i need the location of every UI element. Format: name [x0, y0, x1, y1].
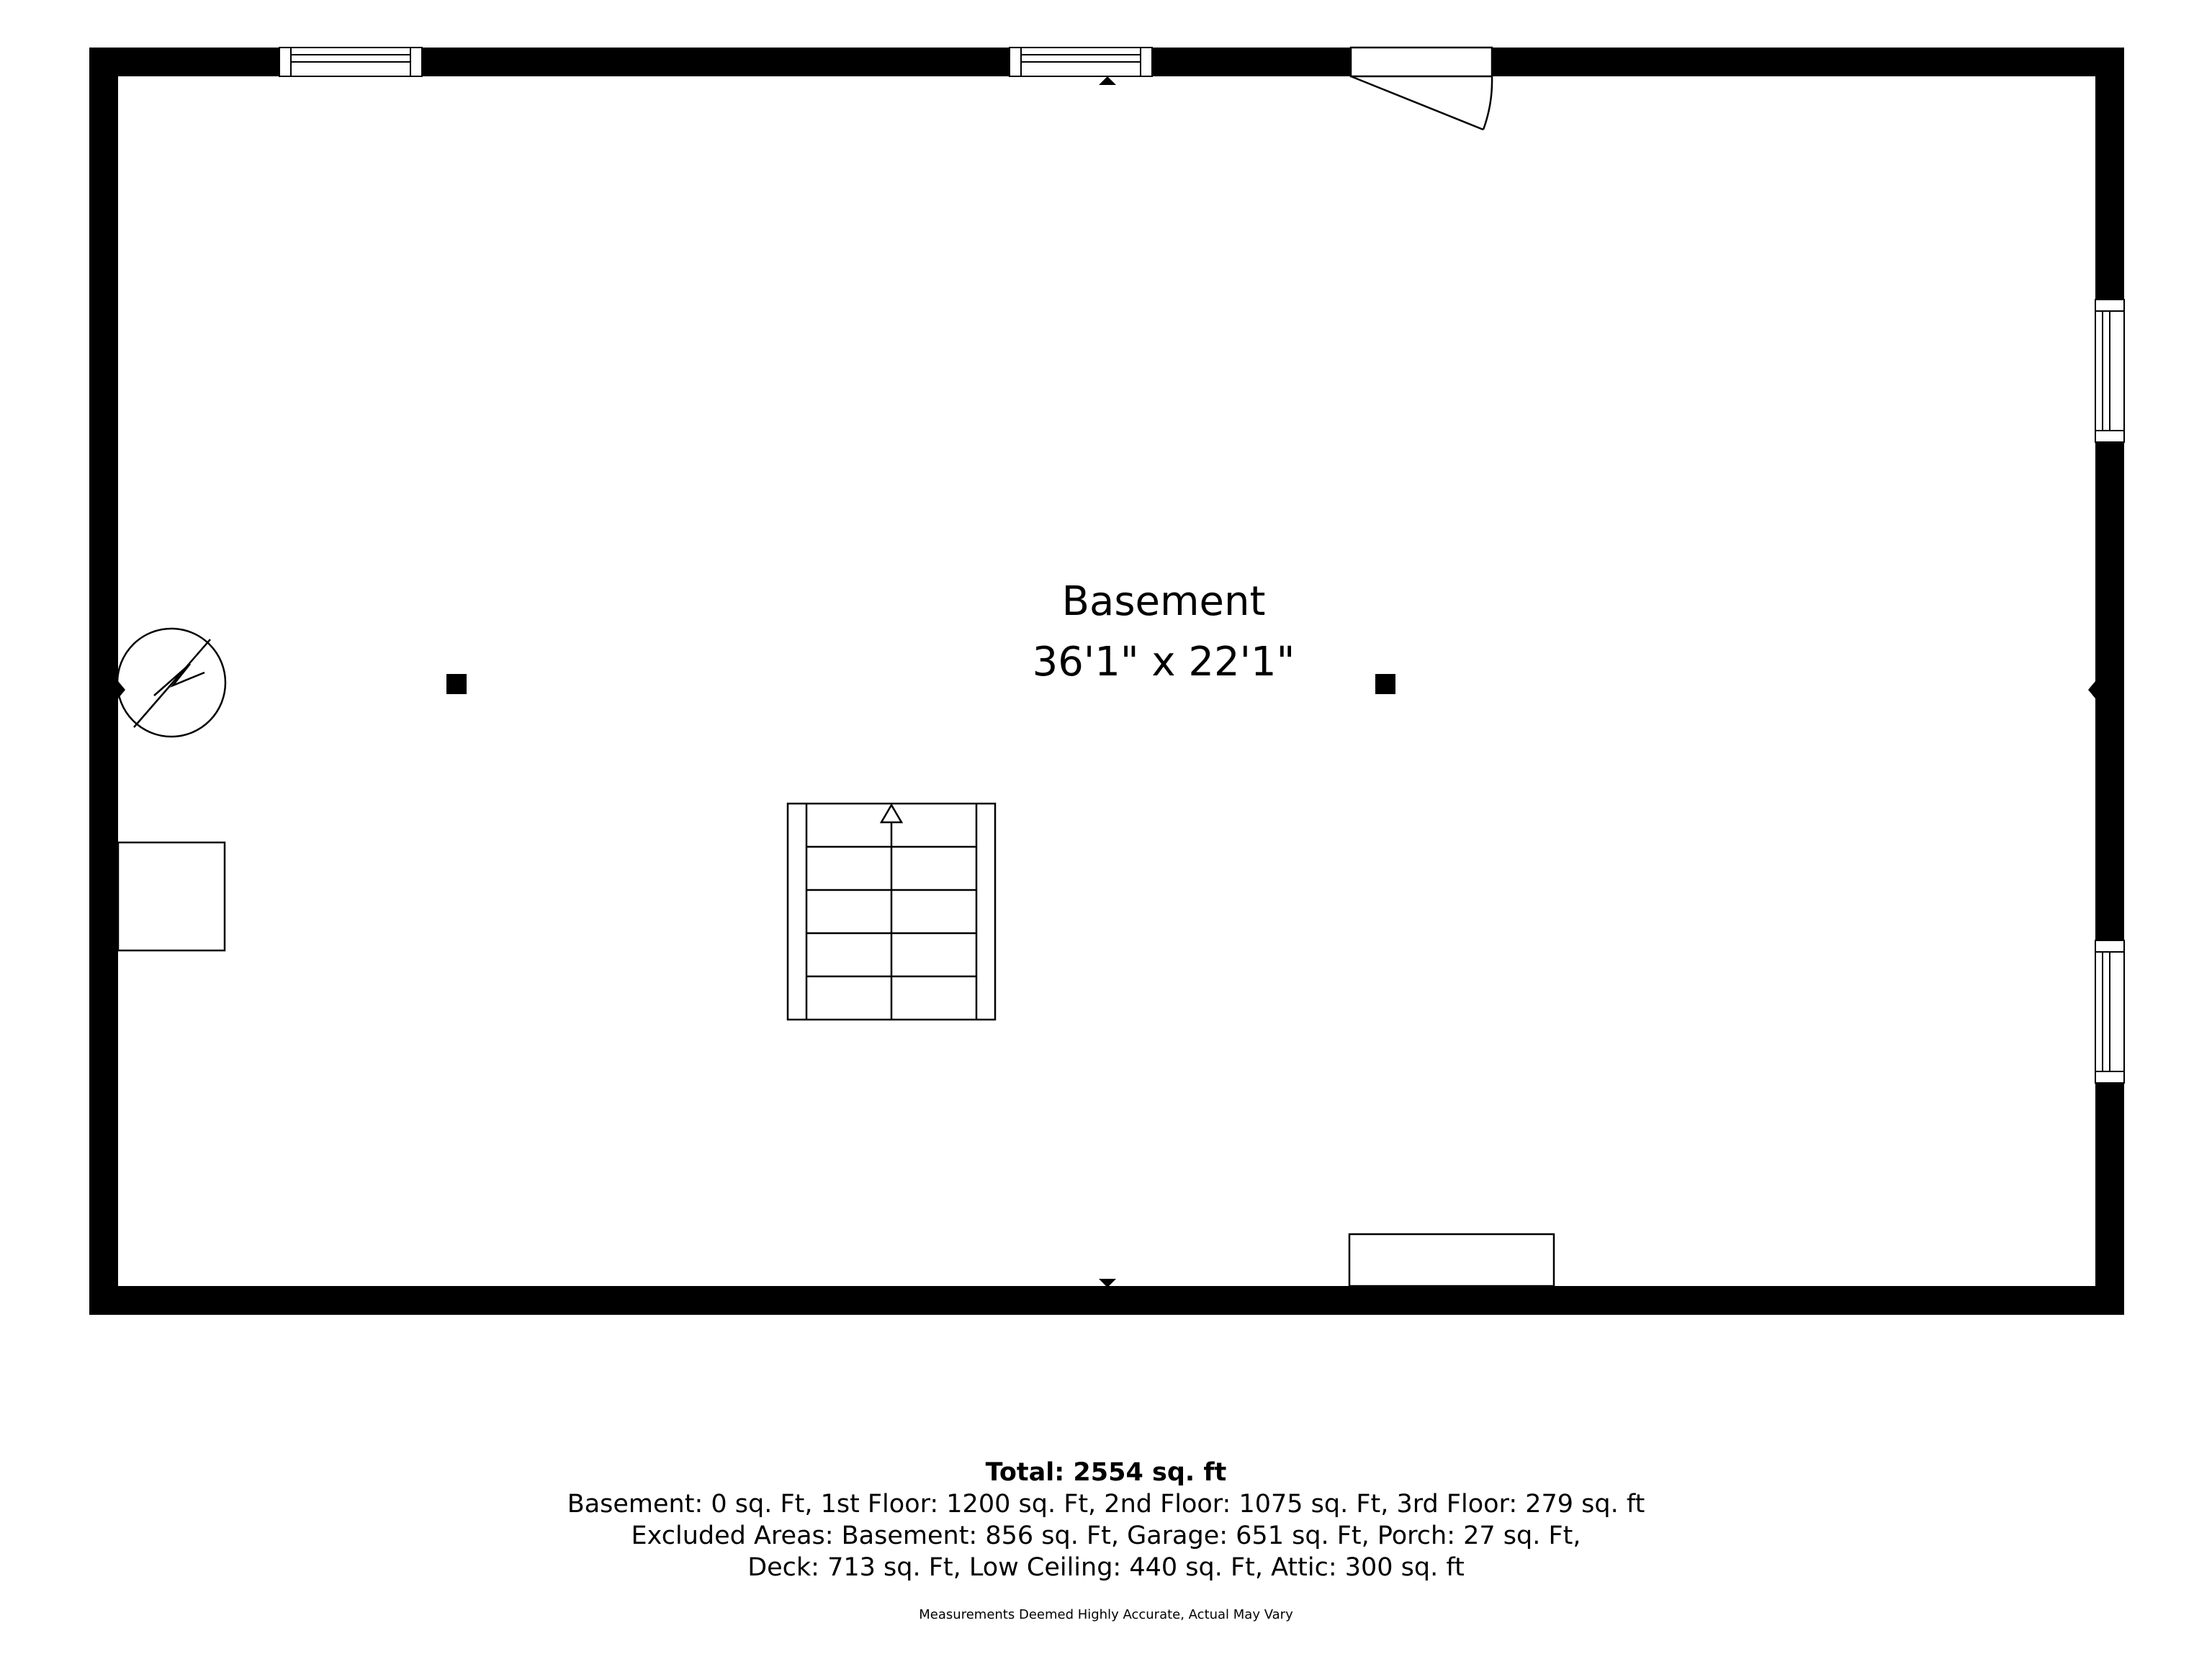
- excluded-areas-continued: Deck: 713 sq. Ft, Low Ceiling: 440 sq. F…: [747, 1553, 1465, 1582]
- room-name: Basement: [1061, 578, 1266, 625]
- wall-bottom: [89, 1286, 2124, 1315]
- floor-areas: Basement: 0 sq. Ft, 1st Floor: 1200 sq. …: [567, 1490, 1645, 1519]
- room-dimensions: 36'1" x 22'1": [1032, 639, 1295, 685]
- support-post-icon: [1375, 674, 1395, 694]
- wall-right: [2095, 48, 2124, 1315]
- cabinet-icon: [117, 841, 226, 952]
- excluded-areas: Excluded Areas: Basement: 856 sq. Ft, Ga…: [631, 1521, 1581, 1550]
- water-heater-icon: [116, 627, 227, 738]
- window-icon: [1009, 47, 1153, 77]
- stairs-icon: [786, 802, 997, 1021]
- window-icon: [2095, 299, 2125, 443]
- door-icon: [1349, 46, 1493, 131]
- support-post-icon: [446, 674, 467, 694]
- marker-icons: [118, 76, 2095, 1287]
- disclaimer: Measurements Deemed Highly Accurate, Act…: [919, 1607, 1293, 1622]
- window-icon: [279, 47, 423, 77]
- furnace-icon: [1348, 1233, 1555, 1287]
- wall-left: [89, 48, 118, 1315]
- window-icon: [2095, 940, 2125, 1084]
- total-area: Total: 2554 sq. ft: [985, 1458, 1227, 1487]
